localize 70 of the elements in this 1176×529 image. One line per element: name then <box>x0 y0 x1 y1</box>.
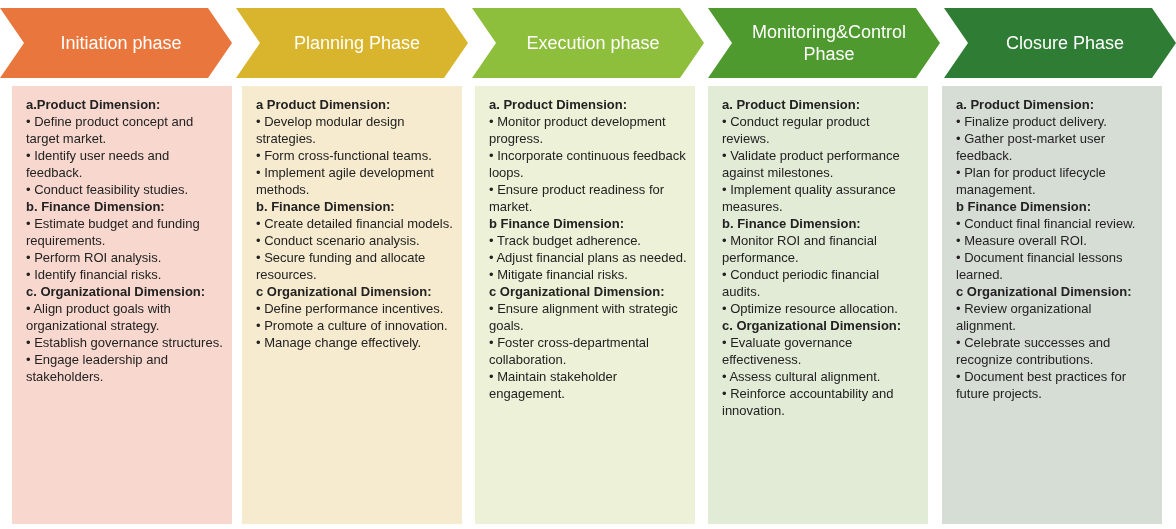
bullet-item: • Mitigate financial risks. <box>489 266 629 283</box>
bullet-item: • Adjust financial plans as needed. <box>489 249 687 266</box>
phase-panel <box>242 86 462 524</box>
bullet-item: • Celebrate successes and recognize contributions. <box>956 334 1112 368</box>
bullet-item: • Document financial lessons learned. <box>956 249 1124 283</box>
bullet-item: • Implement quality assurance measures. <box>722 181 897 215</box>
section-heading: a. Product Dimension: <box>489 96 628 113</box>
phase-panel <box>942 86 1162 524</box>
bullet-item: • Define product concept and target market. <box>26 113 195 147</box>
bullet-item: • Perform ROI analysis. <box>26 249 163 266</box>
bullet-item: • Ensure product readiness for market. <box>489 181 666 215</box>
section-heading: b. Finance Dimension: <box>256 198 396 215</box>
bullet-item: • Secure funding and allocate resources. <box>256 249 427 283</box>
bullet-item: • Track budget adherence. <box>489 232 642 249</box>
phase-panel <box>12 86 232 524</box>
bullet-item: • Finalize product delivery. <box>956 113 1108 130</box>
bullet-item: • Promote a culture of innovation. <box>256 317 449 334</box>
bullet-item: • Optimize resource allocation. <box>722 300 899 317</box>
bullet-item: • Form cross-functional teams. <box>256 147 433 164</box>
bullet-item: • Conduct scenario analysis. <box>256 232 421 249</box>
phase-header: Planning Phase <box>236 8 468 78</box>
bullet-item: • Gather post-market user feedback. <box>956 130 1107 164</box>
bullet-item: • Evaluate governance effectiveness. <box>722 334 854 368</box>
phase-panel <box>475 86 695 524</box>
section-heading: a. Product Dimension: <box>956 96 1095 113</box>
section-heading: c Organizational Dimension: <box>956 283 1133 300</box>
bullet-item: • Conduct regular product reviews. <box>722 113 871 147</box>
phase-panel <box>708 86 928 524</box>
bullet-item: • Identify financial risks. <box>26 266 163 283</box>
bullet-item: • Assess cultural alignment. <box>722 368 882 385</box>
bullet-item: • Define performance incentives. <box>256 300 445 317</box>
section-heading: c. Organizational Dimension: <box>722 317 903 334</box>
section-heading: b. Finance Dimension: <box>722 215 862 232</box>
bullet-item: • Document best practices for future projects. <box>956 368 1127 402</box>
section-heading: b Finance Dimension: <box>489 215 626 232</box>
bullet-item: • Manage change effectively. <box>256 334 423 351</box>
bullet-item: • Ensure alignment with strategic goals. <box>489 300 679 334</box>
bullet-item: • Conduct feasibility studies. <box>26 181 190 198</box>
bullet-item: • Implement agile development methods. <box>256 164 435 198</box>
bullet-item: • Align product goals with organizational strategy. <box>26 300 172 334</box>
bullet-item: • Review organizational alignment. <box>956 300 1093 334</box>
section-heading: b Finance Dimension: <box>956 198 1093 215</box>
section-heading: b. Finance Dimension: <box>26 198 166 215</box>
section-heading: a. Product Dimension: <box>722 96 861 113</box>
phase-header: Closure Phase <box>944 8 1176 78</box>
bullet-item: • Plan for product lifecycle management. <box>956 164 1107 198</box>
bullet-item: • Validate product performance against milestones. <box>722 147 901 181</box>
bullet-item: • Maintain stakeholder engagement. <box>489 368 619 402</box>
bullet-item: • Conduct final financial review. <box>956 215 1137 232</box>
bullet-item: • Monitor ROI and financial performance. <box>722 232 878 266</box>
phase-header: Execution phase <box>472 8 704 78</box>
bullet-item: • Develop modular design strategies. <box>256 113 406 147</box>
bullet-item: • Estimate budget and funding requirements. <box>26 215 201 249</box>
phase-header: Initiation phase <box>0 8 232 78</box>
section-heading: a Product Dimension: <box>256 96 392 113</box>
bullet-item: • Foster cross-departmental collaboration. <box>489 334 650 368</box>
section-heading: c. Organizational Dimension: <box>26 283 207 300</box>
bullet-item: • Monitor product development progress. <box>489 113 667 147</box>
bullet-item: • Incorporate continuous feedback loops. <box>489 147 687 181</box>
bullet-item: • Create detailed financial models. <box>256 215 454 232</box>
phase-header: Monitoring&Control Phase <box>708 8 940 78</box>
bullet-item: • Establish governance structures. <box>26 334 224 351</box>
bullet-item: • Measure overall ROI. <box>956 232 1088 249</box>
section-heading: c Organizational Dimension: <box>256 283 433 300</box>
bullet-item: • Conduct periodic financial audits. <box>722 266 881 300</box>
bullet-item: • Engage leadership and stakeholders. <box>26 351 169 385</box>
section-heading: c Organizational Dimension: <box>489 283 666 300</box>
bullet-item: • Identify user needs and feedback. <box>26 147 171 181</box>
section-heading: a.Product Dimension: <box>26 96 162 113</box>
bullet-item: • Reinforce accountability and innovation. <box>722 385 895 419</box>
